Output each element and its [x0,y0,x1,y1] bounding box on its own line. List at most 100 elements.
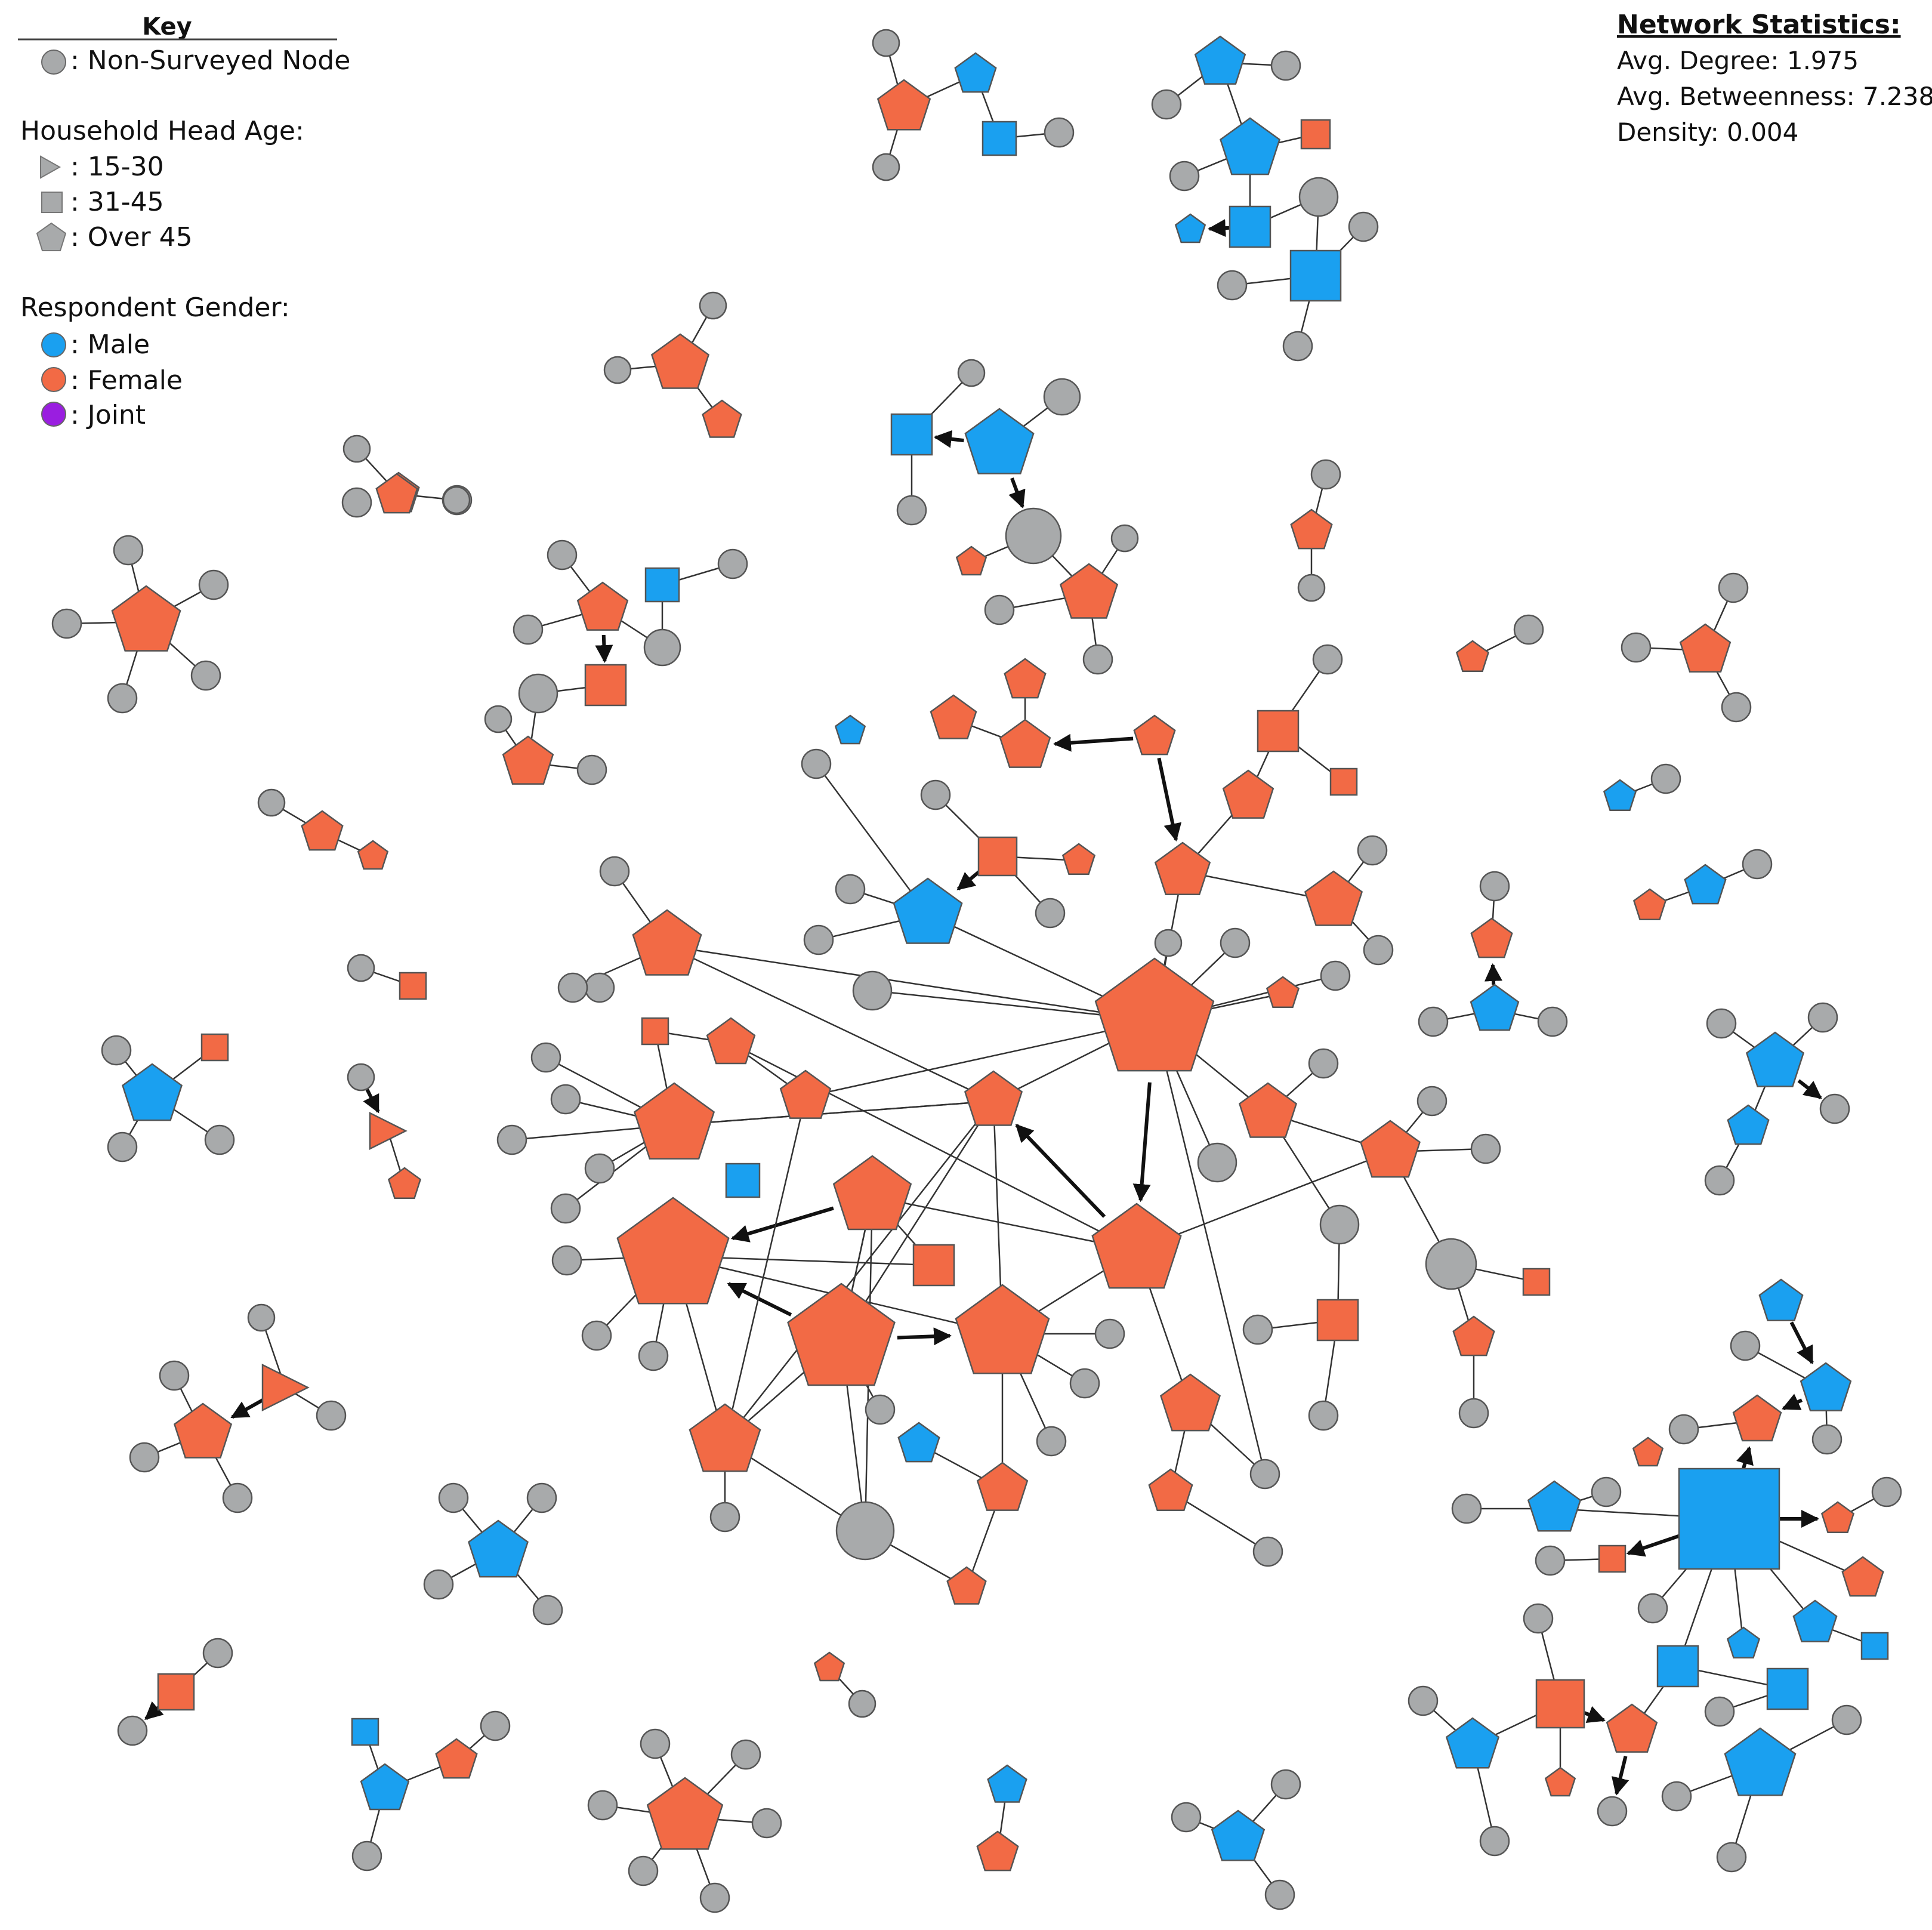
node-female-pentagon [375,473,418,514]
pentagon-age-icon [36,222,67,251]
node-female-square [157,1673,195,1711]
node-male-pentagon [1194,35,1246,85]
node-non-surveyed-circle [1831,1704,1862,1735]
edge [666,945,994,1102]
node-male-square [1229,205,1271,248]
node-female-pentagon [1091,1203,1182,1289]
gender-heading: Respondent Gender: [20,292,290,323]
node-non-surveyed-circle [423,1569,454,1600]
node-non-surveyed-circle [347,1063,375,1092]
node-non-surveyed-circle [557,972,588,1003]
node-male-pentagon [1726,1626,1761,1658]
node-non-surveyed-circle [257,788,286,817]
node-non-surveyed-circle [1270,1769,1301,1800]
node-non-surveyed-circle [920,779,951,810]
node-non-surveyed-circle [438,1482,469,1513]
node-non-surveyed-circle [1704,1696,1735,1727]
node-male-square [351,1718,379,1746]
node-female-pentagon [1470,917,1513,958]
node-male-square [982,121,1017,156]
node-female-pentagon [1841,1556,1884,1597]
triangle-age-icon [40,155,61,179]
node-female-pentagon [301,810,344,851]
node-male-pentagon [1211,1809,1266,1861]
node-female-pentagon [435,1738,478,1779]
node-non-surveyed-circle [801,748,832,779]
node-female-pentagon [576,581,629,631]
node-non-surveyed-circle [1282,331,1313,362]
node-non-surveyed-circle [442,486,471,514]
node-non-surveyed-circle [51,608,82,639]
node-female-pentagon [1606,1703,1658,1753]
gender-label-joint: : Joint [70,400,146,430]
node-non-surveyed-circle [587,1790,618,1821]
edge [724,1096,807,1442]
node-female-pentagon [964,1070,1023,1126]
node-female-triangle [261,1363,310,1412]
node-male-pentagon [122,1063,183,1121]
node-male-pentagon [964,408,1035,474]
node-non-surveyed-circle [699,291,727,320]
node-non-surveyed-circle [1408,1685,1439,1716]
node-male-pentagon [1470,984,1520,1031]
node-non-surveyed-circle [1811,1424,1843,1455]
node-female-pentagon [646,1777,724,1850]
node-non-surveyed-circle [1249,1459,1280,1490]
node-non-surveyed-circle [1721,692,1752,723]
node-female-pentagon [1133,714,1176,756]
node-female-pentagon [1544,1766,1576,1797]
directed-edge [727,1282,792,1317]
node-female-square [200,1033,229,1062]
node-non-surveyed-circle [107,1132,138,1163]
node-female-pentagon [632,909,702,976]
edges-layer [66,42,1887,1898]
node-male-pentagon [1758,1278,1804,1321]
node-female-pentagon [1148,1468,1193,1511]
node-non-surveyed-circle [1270,50,1301,81]
node-non-surveyed-circle [1357,835,1388,866]
avg-degree: Avg. Degree: 1.975 [1617,46,1859,75]
node-non-surveyed-circle [1479,1826,1510,1857]
node-female-pentagon [1154,841,1211,896]
node-male-pentagon [834,714,866,745]
node-female-pentagon [813,1651,845,1682]
node-female-pentagon [111,585,181,652]
node-non-surveyed-circle [1035,898,1066,929]
node-non-surveyed-circle [129,1442,160,1473]
node-female-pentagon [930,694,977,739]
directed-edge [230,1396,267,1419]
directed-edge [1207,219,1230,238]
node-male-pentagon [1220,117,1280,175]
node-non-surveyed-circle [709,1502,740,1533]
density: Density: 0.004 [1617,118,1798,147]
node-male-pentagon [893,877,963,944]
node-non-surveyed-circle [872,29,900,57]
node-non-surveyed-circle [1416,1086,1448,1117]
node-female-pentagon [1732,1394,1782,1442]
directed-edge [1611,1756,1629,1796]
node-non-surveyed-circle [1730,1330,1761,1361]
node-female-square [912,1244,955,1287]
node-non-surveyed-circle [1036,1426,1067,1457]
edge [872,1195,1137,1251]
node-male-pentagon [954,52,997,93]
node-non-surveyed-circle [1807,1002,1838,1033]
node-female-pentagon [1455,640,1490,672]
node-female-triangle [369,1111,408,1151]
node-non-surveyed-circle [1451,1493,1482,1524]
gender-label-male: : Male [70,329,150,360]
node-non-surveyed-circle [1197,1142,1237,1183]
node-non-surveyed-circle [1871,1476,1902,1507]
node-male-square [725,1163,761,1198]
male-color-icon [41,332,66,357]
node-female-pentagon [1820,1501,1855,1533]
stats-title: Network Statistics: [1617,10,1901,40]
node-non-surveyed-circle [957,359,986,387]
node-non-surveyed-circle [603,356,632,384]
node-male-pentagon [1174,213,1206,243]
directed-edge [1157,757,1182,842]
node-non-surveyed-circle [1220,927,1251,958]
node-non-surveyed-circle [1718,572,1749,603]
node-non-surveyed-circle [835,874,866,905]
node-non-surveyed-circle [1637,1593,1668,1624]
